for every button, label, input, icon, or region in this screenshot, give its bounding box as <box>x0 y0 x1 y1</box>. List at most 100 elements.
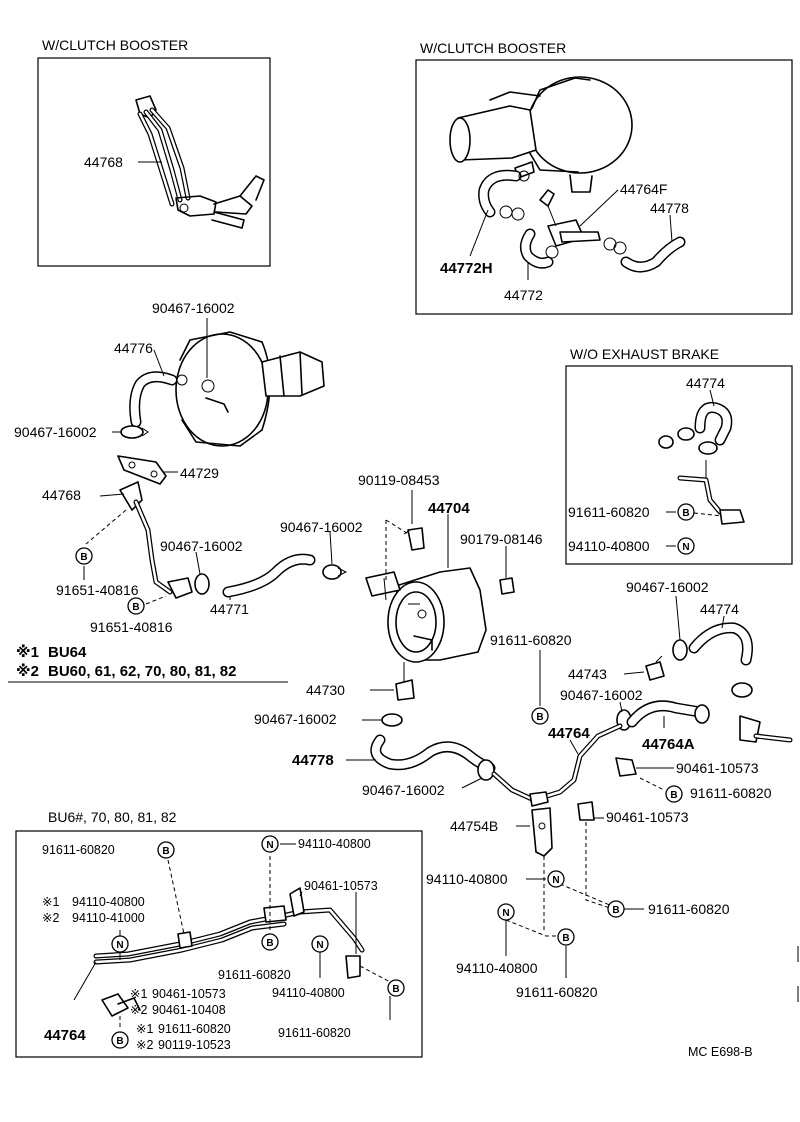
part-label-90467-16002-top: 90467-16002 <box>152 300 235 316</box>
n-nut-symbol: N <box>311 935 329 953</box>
b-bolt-symbol: B <box>557 928 575 946</box>
svg-text:B: B <box>266 938 273 949</box>
bu6-mark-m2c: ※2 <box>136 1038 153 1052</box>
part-label-94110-40800-box: 94110-40800 <box>568 538 650 554</box>
vacuum-tank-44704 <box>365 567 487 663</box>
check-valve-44730 <box>395 662 415 701</box>
b-bolt-symbol: B <box>111 1031 129 1049</box>
n-nut-symbol: N <box>547 870 565 888</box>
b-bolt-symbol: B <box>261 933 279 951</box>
note-1-text: BU64 <box>48 644 87 661</box>
svg-text:B: B <box>116 1036 123 1047</box>
clutch-booster-right-box <box>415 59 793 315</box>
exhaust-brake-box <box>565 365 793 565</box>
b-bolt-symbol: B <box>127 597 145 615</box>
bu6-label-90461-10573-1: 90461-10573 <box>304 879 378 893</box>
part-label-44771: 44771 <box>210 601 249 617</box>
part-label-90467-16002-r: 90467-16002 <box>626 579 709 595</box>
svg-text:B: B <box>670 790 677 801</box>
bolt-90119-08453 <box>403 527 425 551</box>
svg-text:B: B <box>682 508 689 519</box>
part-label-90467-16002-mid: 90467-16002 <box>160 538 243 554</box>
pipe-end-fitting <box>739 715 793 743</box>
bu6-label-91611-60820-1: 91611-60820 <box>42 843 115 857</box>
section-title-clutch-booster-right: W/CLUTCH BOOSTER <box>420 40 566 56</box>
b-bolt-symbol: B <box>665 785 683 803</box>
part-label-44774-r: 44774 <box>700 601 739 617</box>
b-bolt-symbol: B <box>531 707 549 725</box>
part-label-90467-16002-r2: 90467-16002 <box>560 687 643 703</box>
brake-booster-illustration <box>175 331 325 447</box>
svg-text:B: B <box>132 602 139 613</box>
part-label-44764f: 44764F <box>620 181 667 197</box>
bu6-label-44764: 44764 <box>44 1027 86 1044</box>
exhaust-brake-pipe-illustration <box>658 401 745 525</box>
svg-text:N: N <box>552 875 559 886</box>
b-bolt-symbol: B <box>387 979 405 997</box>
part-label-44754b: 44754B <box>450 818 498 834</box>
clutch-booster-left-box <box>37 57 271 267</box>
bu6-mark-m2b: ※2 <box>130 1003 147 1017</box>
cap-fitting <box>731 682 753 698</box>
bu6-mark-m1b: ※1 <box>130 987 147 1001</box>
hose-44764a <box>626 700 706 728</box>
clamp-90467-16002-mid <box>194 573 210 595</box>
part-label-91611-60820-r3: 91611-60820 <box>516 984 598 1000</box>
b-bolt-symbol: B <box>75 547 93 565</box>
part-label-90467-16002-left: 90467-16002 <box>14 424 97 440</box>
svg-text:N: N <box>682 542 689 553</box>
part-label-90467-16002-e: 90467-16002 <box>362 782 445 798</box>
section-title-exhaust-brake: W/O EXHAUST BRAKE <box>570 346 719 362</box>
part-label-44774-box: 44774 <box>686 375 725 391</box>
b-bolt-symbol: B <box>157 841 175 859</box>
clamp-90467-16002-e <box>477 759 495 781</box>
n-nut-symbol: N <box>111 935 129 953</box>
hose-44778-upper <box>620 236 686 273</box>
pipe-44768-lower <box>119 481 193 599</box>
clip-44743 <box>645 655 665 681</box>
bu6-mark-m1: ※1 <box>42 895 59 909</box>
hose-44778-lower <box>370 734 496 774</box>
part-label-91651-40816-b: 91651-40816 <box>90 619 173 635</box>
part-label-91611-60820-r2: 91611-60820 <box>648 901 730 917</box>
hose-44776 <box>129 371 178 428</box>
part-label-91611-60820-box: 91611-60820 <box>568 504 650 520</box>
bu6-mark-m2: ※2 <box>42 911 59 925</box>
valve-bracket-44764f <box>499 170 627 259</box>
part-label-90119-08453: 90119-08453 <box>358 472 440 488</box>
grommet-90179-08146 <box>499 577 515 595</box>
part-label-44743: 44743 <box>568 666 607 682</box>
b-bolt-symbol: B <box>677 503 695 521</box>
pipe-44764 <box>491 723 623 807</box>
n-nut-symbol: N <box>261 835 279 853</box>
bu6-pipe-illustration <box>93 887 365 1017</box>
section-title-clutch-booster-left: W/CLUTCH BOOSTER <box>42 37 188 53</box>
clamp-90467-16002-left <box>120 425 149 439</box>
bracket-44754b <box>531 807 553 857</box>
svg-text:B: B <box>162 846 169 857</box>
clamp-90461-10573-r1 <box>615 757 637 777</box>
clutch-pipe-assembly-illustration <box>135 95 265 229</box>
bu6-label-91611-60820-3: 91611-60820 <box>278 1026 351 1040</box>
bu6-label-90119-10523-m2: 90119-10523 <box>158 1038 231 1052</box>
svg-text:N: N <box>116 940 123 951</box>
bu6-box <box>15 830 423 1058</box>
figure-code: MC E698-B <box>688 1045 753 1059</box>
part-label-44776: 44776 <box>114 340 153 356</box>
part-label-91611-60820-c: 91611-60820 <box>490 632 572 648</box>
part-label-90179-08146: 90179-08146 <box>460 531 543 547</box>
part-label-44768-lower: 44768 <box>42 487 81 503</box>
svg-text:B: B <box>612 905 619 916</box>
clamp-44764a-end <box>694 704 710 724</box>
part-label-44730: 44730 <box>306 682 345 698</box>
part-label-90461-10573-r2: 90461-10573 <box>606 809 689 825</box>
clamp-90467-16002-d <box>381 713 403 727</box>
bracket-44729 <box>117 455 167 485</box>
part-label-44729: 44729 <box>180 465 219 481</box>
part-label-91611-60820-r1: 91611-60820 <box>690 785 772 801</box>
bu6-label-90461-10408-m2: 90461-10408 <box>152 1003 226 1017</box>
n-nut-symbol: N <box>497 903 515 921</box>
svg-text:N: N <box>502 908 509 919</box>
bu6-mark-m1c: ※1 <box>136 1022 153 1036</box>
part-label-44778-lower: 44778 <box>292 752 334 769</box>
